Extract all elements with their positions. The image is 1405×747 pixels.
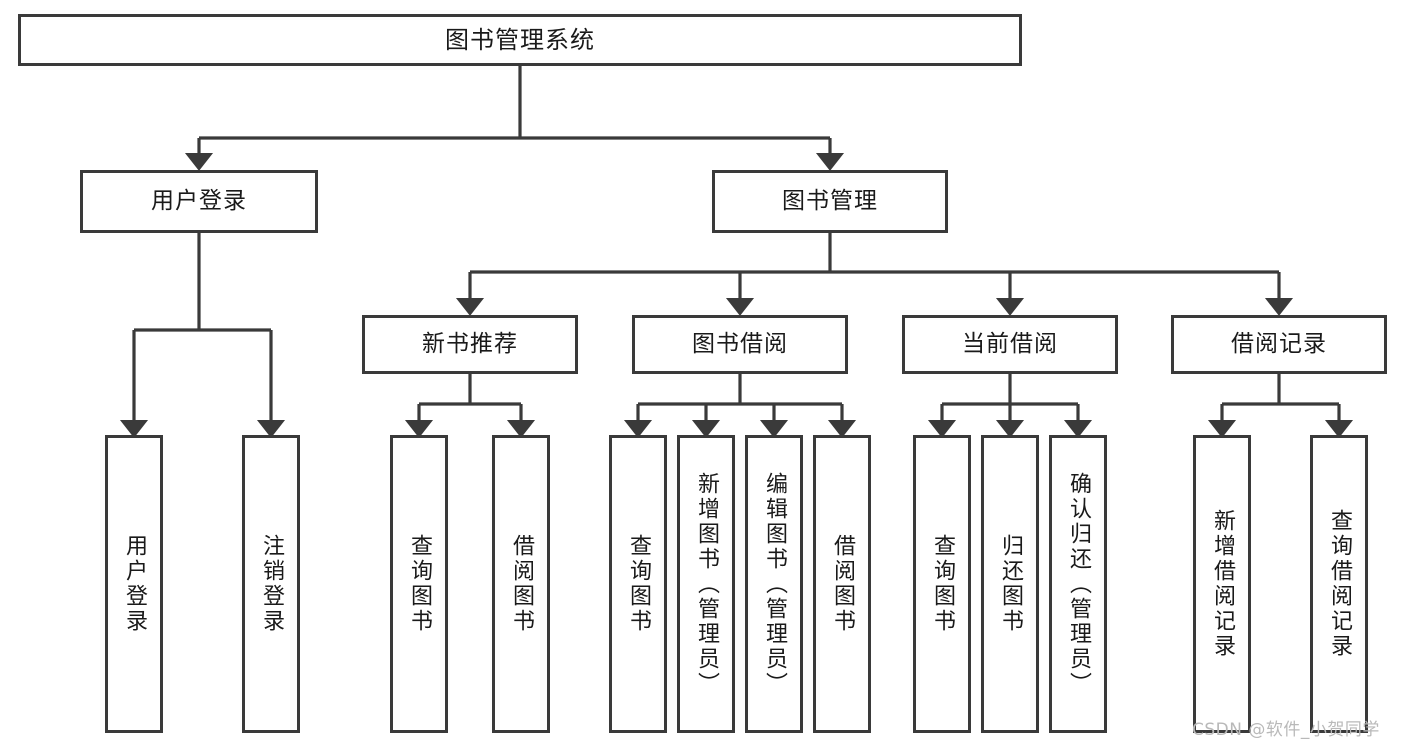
node-current-borrow[interactable]: 当前借阅 (902, 315, 1118, 374)
node-leaf-borrow-book-2[interactable]: 借阅图书 (813, 435, 871, 733)
node-new-book-recommend[interactable]: 新书推荐 (362, 315, 578, 374)
node-label: 图书管理 (782, 187, 878, 214)
node-label: 查询图书 (930, 534, 955, 634)
node-leaf-query-book-1[interactable]: 查询图书 (390, 435, 448, 733)
node-label: 用户登录 (122, 534, 147, 634)
node-label: 当前借阅 (962, 330, 1058, 357)
node-borrow-record[interactable]: 借阅记录 (1171, 315, 1387, 374)
node-leaf-user-login[interactable]: 用户登录 (105, 435, 163, 733)
node-label: 查询图书 (407, 534, 432, 634)
node-leaf-query-book-2[interactable]: 查询图书 (609, 435, 667, 733)
node-label: 注销登录 (259, 534, 284, 634)
node-leaf-borrow-book-1[interactable]: 借阅图书 (492, 435, 550, 733)
node-book-borrow[interactable]: 图书借阅 (632, 315, 848, 374)
node-label: 确认归还（管理员） (1066, 471, 1091, 697)
node-leaf-logout[interactable]: 注销登录 (242, 435, 300, 733)
node-label: 查询借阅记录 (1327, 509, 1352, 659)
node-leaf-confirm-return[interactable]: 确认归还（管理员） (1049, 435, 1107, 733)
node-label: 查询图书 (626, 534, 651, 634)
node-leaf-query-record[interactable]: 查询借阅记录 (1310, 435, 1368, 733)
node-label: 新增借阅记录 (1210, 509, 1235, 659)
node-label: 编辑图书（管理员） (762, 471, 787, 697)
node-leaf-add-book[interactable]: 新增图书（管理员） (677, 435, 735, 733)
node-book-manage[interactable]: 图书管理 (712, 170, 948, 233)
node-label: 借阅图书 (509, 534, 534, 634)
node-label: 借阅记录 (1231, 330, 1327, 357)
csdn-watermark: CSDN @软件_小贺同学 (1192, 720, 1380, 740)
node-label: 图书管理系统 (445, 25, 595, 54)
node-label: 新增图书（管理员） (694, 471, 719, 697)
node-leaf-add-record[interactable]: 新增借阅记录 (1193, 435, 1251, 733)
node-root-system[interactable]: 图书管理系统 (18, 14, 1022, 66)
node-leaf-edit-book[interactable]: 编辑图书（管理员） (745, 435, 803, 733)
node-label: 新书推荐 (422, 330, 518, 357)
node-label: 归还图书 (998, 534, 1023, 634)
node-user-login[interactable]: 用户登录 (80, 170, 318, 233)
node-label: 借阅图书 (830, 534, 855, 634)
node-leaf-query-book-3[interactable]: 查询图书 (913, 435, 971, 733)
node-label: 用户登录 (151, 187, 247, 214)
node-leaf-return-book[interactable]: 归还图书 (981, 435, 1039, 733)
node-label: 图书借阅 (692, 330, 788, 357)
